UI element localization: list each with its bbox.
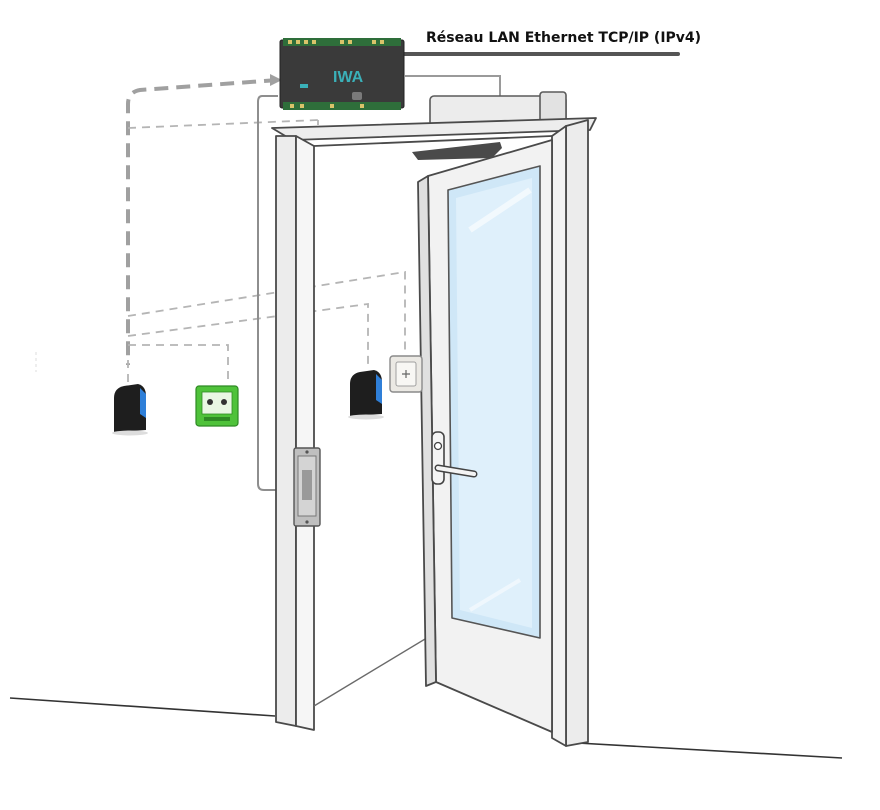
network-label: Réseau LAN Ethernet TCP/IP (IPv4) [426,30,702,46]
card-reader-left-icon [112,384,148,436]
controller-logo: IWA [333,69,364,86]
floor-line [9,697,843,759]
wiring [126,74,501,496]
electric-strike-icon [293,447,321,527]
door-leaf [417,139,553,733]
door-frame [271,117,597,747]
door-handle-icon [431,431,478,485]
exit-push-button-icon [389,355,423,393]
card-reader-right-icon [348,370,384,420]
controller-board-icon: IWA [279,38,405,110]
emergency-break-glass-icon [195,385,239,427]
